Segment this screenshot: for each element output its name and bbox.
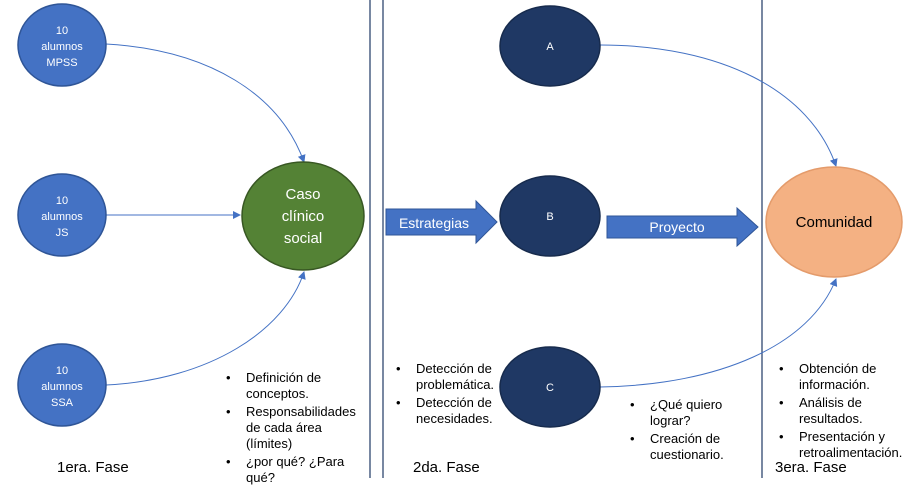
project-bullet-list: ¿Qué quiero lograr? Creación de cuestion… bbox=[626, 397, 738, 465]
connector-mpss-to-case bbox=[105, 43, 306, 163]
node-unit: alumnos bbox=[41, 41, 83, 53]
connector-ssa-to-case bbox=[105, 271, 306, 386]
phase2-bullet-list: Detección de problemática. Detección de … bbox=[392, 361, 502, 429]
student-node-mpss: 10 alumnos MPSS bbox=[17, 3, 107, 87]
flow-diagram: 10 alumnos MPSS 10 alumnos JS 10 alumnos… bbox=[17, 0, 903, 478]
project-arrow-label: Proyecto bbox=[649, 219, 704, 235]
student-node-ssa: 10 alumnos SSA bbox=[17, 343, 107, 427]
list-item: Análisis de resultados. bbox=[775, 395, 909, 427]
middle-node-a: A bbox=[499, 5, 601, 87]
middle-node-c: C bbox=[499, 346, 601, 428]
strategies-arrow-label: Estrategias bbox=[399, 215, 469, 231]
community-node-label: Comunidad bbox=[796, 214, 873, 231]
node-count: 10 bbox=[56, 25, 68, 37]
middle-node-label: B bbox=[546, 211, 553, 223]
list-item: ¿por qué? ¿Para qué? bbox=[222, 454, 350, 486]
list-item: Obtención de información. bbox=[775, 361, 909, 393]
list-item: Definición de conceptos. bbox=[222, 370, 350, 402]
node-unit: alumnos bbox=[41, 381, 83, 393]
phase1-bullet-list: Definición de conceptos. Responsabilidad… bbox=[222, 370, 356, 488]
node-count: 10 bbox=[56, 195, 68, 207]
list-item: Creación de cuestionario. bbox=[626, 431, 738, 463]
node-group: JS bbox=[56, 227, 69, 239]
list-item: Detección de necesidades. bbox=[392, 395, 502, 427]
case-node-line: clínico bbox=[282, 208, 325, 225]
node-count: 10 bbox=[56, 365, 68, 377]
middle-node-label: A bbox=[546, 41, 554, 53]
node-group: MPSS bbox=[46, 57, 77, 69]
node-group: SSA bbox=[51, 397, 74, 409]
connector-a-to-community bbox=[599, 44, 838, 167]
community-node: Comunidad bbox=[765, 166, 903, 278]
list-item: Responsabilidades de cada área (límites) bbox=[222, 404, 356, 452]
case-node-line: social bbox=[284, 230, 322, 247]
middle-node-b: B bbox=[499, 175, 601, 257]
phase3-bullet-list: Obtención de información. Análisis de re… bbox=[775, 361, 909, 463]
case-node: Caso clínico social bbox=[241, 161, 365, 271]
phase-label-1: 1era. Fase bbox=[57, 459, 129, 476]
strategies-arrow: Estrategias bbox=[385, 199, 498, 245]
connector-c-to-community bbox=[599, 278, 838, 388]
list-item: Detección de problemática. bbox=[392, 361, 502, 393]
list-item: Presentación y retroalimentación. bbox=[775, 429, 909, 461]
phase-label-3: 3era. Fase bbox=[775, 459, 847, 476]
middle-node-label: C bbox=[546, 382, 554, 394]
student-node-js: 10 alumnos JS bbox=[17, 173, 107, 257]
list-item: ¿Qué quiero lograr? bbox=[626, 397, 738, 429]
case-node-line: Caso bbox=[285, 186, 320, 203]
phase-label-2: 2da. Fase bbox=[413, 459, 480, 476]
node-unit: alumnos bbox=[41, 211, 83, 223]
project-arrow: Proyecto bbox=[606, 206, 759, 248]
